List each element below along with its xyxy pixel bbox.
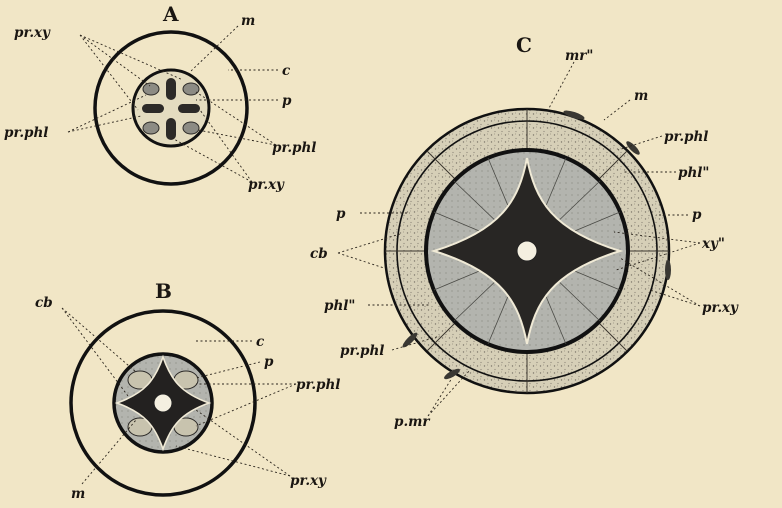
- panel-c-label-pmr: p.mr: [394, 414, 430, 430]
- panel-c-leader-mr2: [548, 62, 574, 110]
- panel-c-label-prxy: pr.xy: [702, 300, 739, 316]
- panel-a: A pr.xy m c p pr.phl pr.phl pr.xy: [4, 2, 316, 193]
- panel-b-pith: [154, 394, 172, 412]
- panel-b-label-cb: cb: [35, 295, 53, 311]
- panel-b-label-c: c: [256, 334, 264, 350]
- panel-a-label-prxy-top: pr.xy: [14, 25, 51, 41]
- panel-b-label-prxy: pr.xy: [290, 473, 327, 489]
- panel-c-leader-m: [604, 100, 630, 120]
- panel-b: B cb c p pr.phl pr.xy m: [35, 279, 340, 502]
- panel-a-label-m: m: [241, 13, 255, 29]
- panel-c-label-prphl-left: pr.phl: [340, 343, 384, 359]
- panel-c-label-p-left: p: [336, 206, 346, 222]
- panel-a-leader-m: [190, 26, 238, 72]
- panel-c: C: [310, 33, 739, 430]
- panel-c-label-p-right: p: [692, 207, 702, 223]
- panel-a-label-prxy-bottom: pr.xy: [248, 177, 285, 193]
- panel-c-label-cb: cb: [310, 246, 328, 262]
- panel-c-label-xy2: xy": [701, 236, 725, 252]
- panel-c-title: C: [516, 33, 532, 57]
- panel-c-label-m: m: [634, 88, 648, 104]
- panel-a-label-prphl-left: pr.phl: [4, 125, 48, 141]
- panel-a-label-c: c: [282, 63, 290, 79]
- panel-b-label-p: p: [264, 354, 274, 370]
- panel-a-label-p: p: [282, 93, 292, 109]
- panel-c-label-phl2-left: phl": [324, 298, 355, 314]
- panel-c-label-phl2-right: phl": [678, 165, 709, 181]
- panel-a-title: A: [162, 2, 179, 26]
- panel-b-title: B: [155, 279, 172, 303]
- panel-a-label-prphl-right: pr.phl: [272, 140, 316, 156]
- panel-c-label-prphl-right: pr.phl: [664, 129, 708, 145]
- panel-b-label-m: m: [71, 486, 85, 502]
- panel-c-label-mr2: mr": [565, 48, 593, 64]
- panel-b-label-prphl: pr.phl: [296, 377, 340, 393]
- panel-c-pith: [517, 241, 537, 261]
